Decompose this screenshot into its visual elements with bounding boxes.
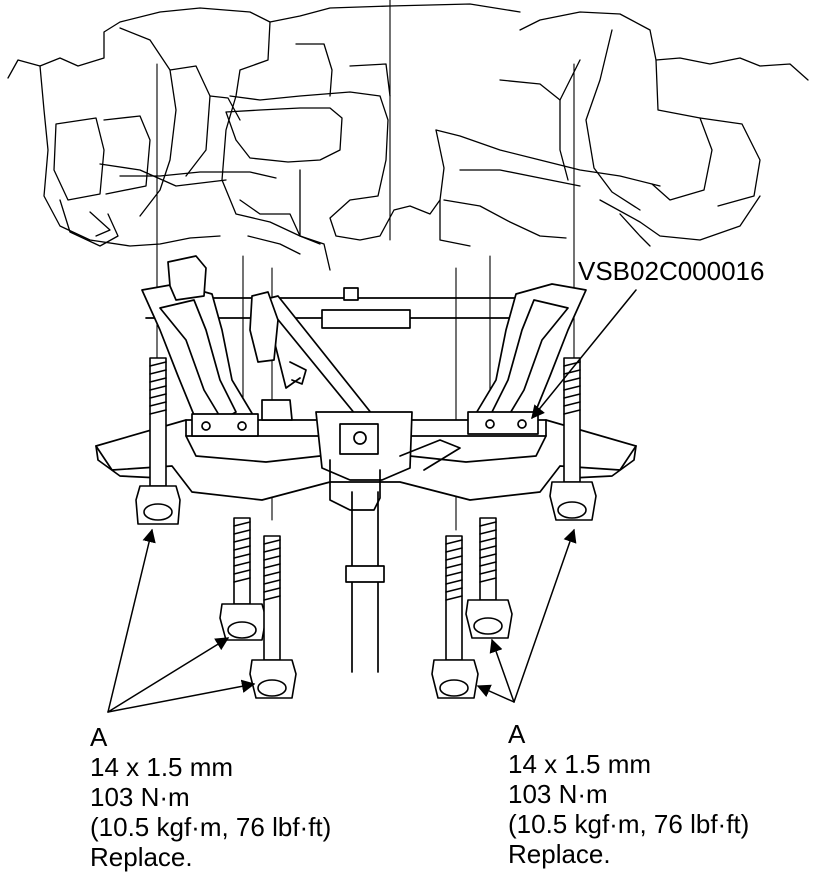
front-subframe	[95, 255, 637, 511]
callout-left-note: Replace.	[90, 842, 193, 872]
bolt-inner-left-2	[249, 535, 297, 699]
callout-right-torque-alt: (10.5 kgf·m, 76 lbf·ft)	[508, 809, 750, 839]
callout-left-size: 14 x 1.5 mm	[90, 752, 234, 782]
callout-arrows-left	[107, 528, 256, 713]
callout-left-torque: 103 N·m	[90, 782, 190, 812]
callout-right-letter: A	[508, 719, 526, 749]
callout-right-text: A 14 x 1.5 mm 103 N·m (10.5 kgf·m, 76 lb…	[508, 719, 749, 869]
callout-left-text: A 14 x 1.5 mm 103 N·m (10.5 kgf·m, 76 lb…	[90, 722, 331, 872]
reference-leader-line	[531, 289, 637, 420]
bolt-inner-right-1	[465, 517, 513, 639]
bolt-inner-right-2	[431, 535, 479, 699]
callout-left-torque-alt: (10.5 kgf·m, 76 lbf·ft)	[90, 812, 332, 842]
callout-left-letter: A	[90, 722, 108, 752]
vehicle-body-outline	[7, 3, 809, 271]
callout-right-size: 14 x 1.5 mm	[508, 749, 652, 779]
bolt-outer-left	[135, 357, 181, 525]
center-pipe	[345, 491, 385, 673]
bolt-outer-right	[549, 357, 597, 521]
bolt-inner-left-1	[219, 517, 267, 641]
callout-right-torque: 103 N·m	[508, 779, 608, 809]
reference-code-label: VSB02C000016	[578, 256, 765, 286]
callout-right-note: Replace.	[508, 839, 611, 869]
callout-arrows-right	[476, 528, 577, 703]
